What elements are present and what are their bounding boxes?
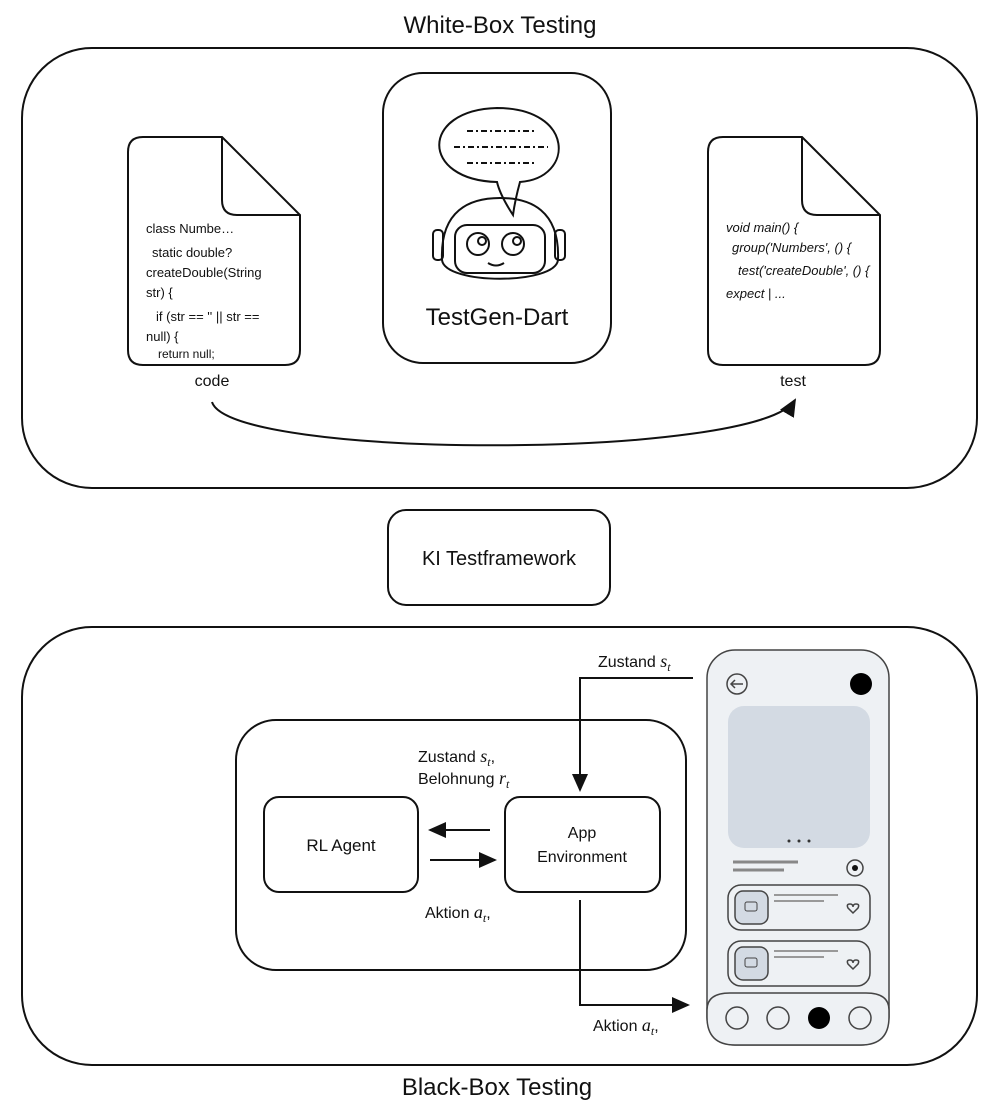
svg-text:if (str == '' || str ==: if (str == '' || str ==	[156, 309, 259, 324]
code-label: code	[195, 373, 230, 390]
code-line-return: return null;	[158, 347, 215, 361]
action-to-app-arrow	[579, 900, 690, 1013]
back-arrow-icon	[726, 673, 748, 695]
heart-icon	[846, 959, 860, 971]
rl-agent-box	[263, 796, 419, 893]
phone-mockup	[706, 649, 890, 1046]
rl-loop-container	[235, 719, 687, 971]
env-label-2: Environment	[537, 849, 627, 866]
svg-text:test('createDouble', () {: test('createDouble', () {	[738, 263, 871, 278]
bottom-nav-bar	[706, 992, 890, 1046]
white-box-container	[21, 47, 978, 489]
svg-text:static double?: static double?	[152, 245, 232, 260]
test-document: void main() { group('Numbers', () { test…	[707, 136, 881, 390]
code-text: class Numbe… static double? createDouble…	[146, 221, 262, 361]
test-text: void main() { group('Numbers', () { test…	[726, 220, 871, 301]
svg-text:group('Numbers', () {: group('Numbers', () {	[732, 240, 853, 255]
test-label: test	[780, 373, 806, 390]
heart-icon	[846, 903, 860, 915]
testgen-dart-box: TestGen-Dart	[382, 72, 612, 364]
svg-text:expect | ...: expect | ...	[726, 286, 786, 301]
black-box-title: Black-Box Testing	[402, 1074, 592, 1101]
action-label-bottom: Aktion at,	[593, 1015, 659, 1038]
app-environment-box	[504, 796, 661, 893]
framework-label: KI Testframework	[422, 548, 577, 570]
svg-text:class Numbe…: class Numbe…	[146, 221, 234, 236]
state-label-top: Zustand st	[598, 651, 671, 674]
list-item	[727, 940, 871, 987]
svg-text:null) {: null) {	[146, 329, 179, 344]
reward-label: Belohnung rt	[418, 768, 510, 791]
robot-speech-bubble-icon	[432, 106, 566, 280]
framework-box	[387, 509, 611, 606]
state-reward-label: Zustand st,	[418, 746, 495, 769]
tool-name: TestGen-Dart	[426, 304, 569, 331]
svg-text:void main() {: void main() {	[726, 220, 800, 235]
black-box-container	[21, 626, 978, 1066]
code-document: class Numbe… static double? createDouble…	[127, 136, 301, 390]
env-label-1: App	[568, 825, 597, 842]
code-to-test-arrow	[211, 398, 797, 447]
svg-text:str) {: str) {	[146, 285, 173, 300]
list-item	[727, 884, 871, 931]
rl-agent-label: RL Agent	[306, 836, 376, 855]
white-box-title: White-Box Testing	[404, 12, 597, 39]
image-placeholder	[728, 706, 870, 848]
action-label-inner: Aktion at,	[425, 902, 491, 925]
avatar	[850, 673, 872, 695]
svg-text:createDouble(String: createDouble(String	[146, 265, 262, 280]
state-from-app-arrow	[572, 677, 693, 792]
